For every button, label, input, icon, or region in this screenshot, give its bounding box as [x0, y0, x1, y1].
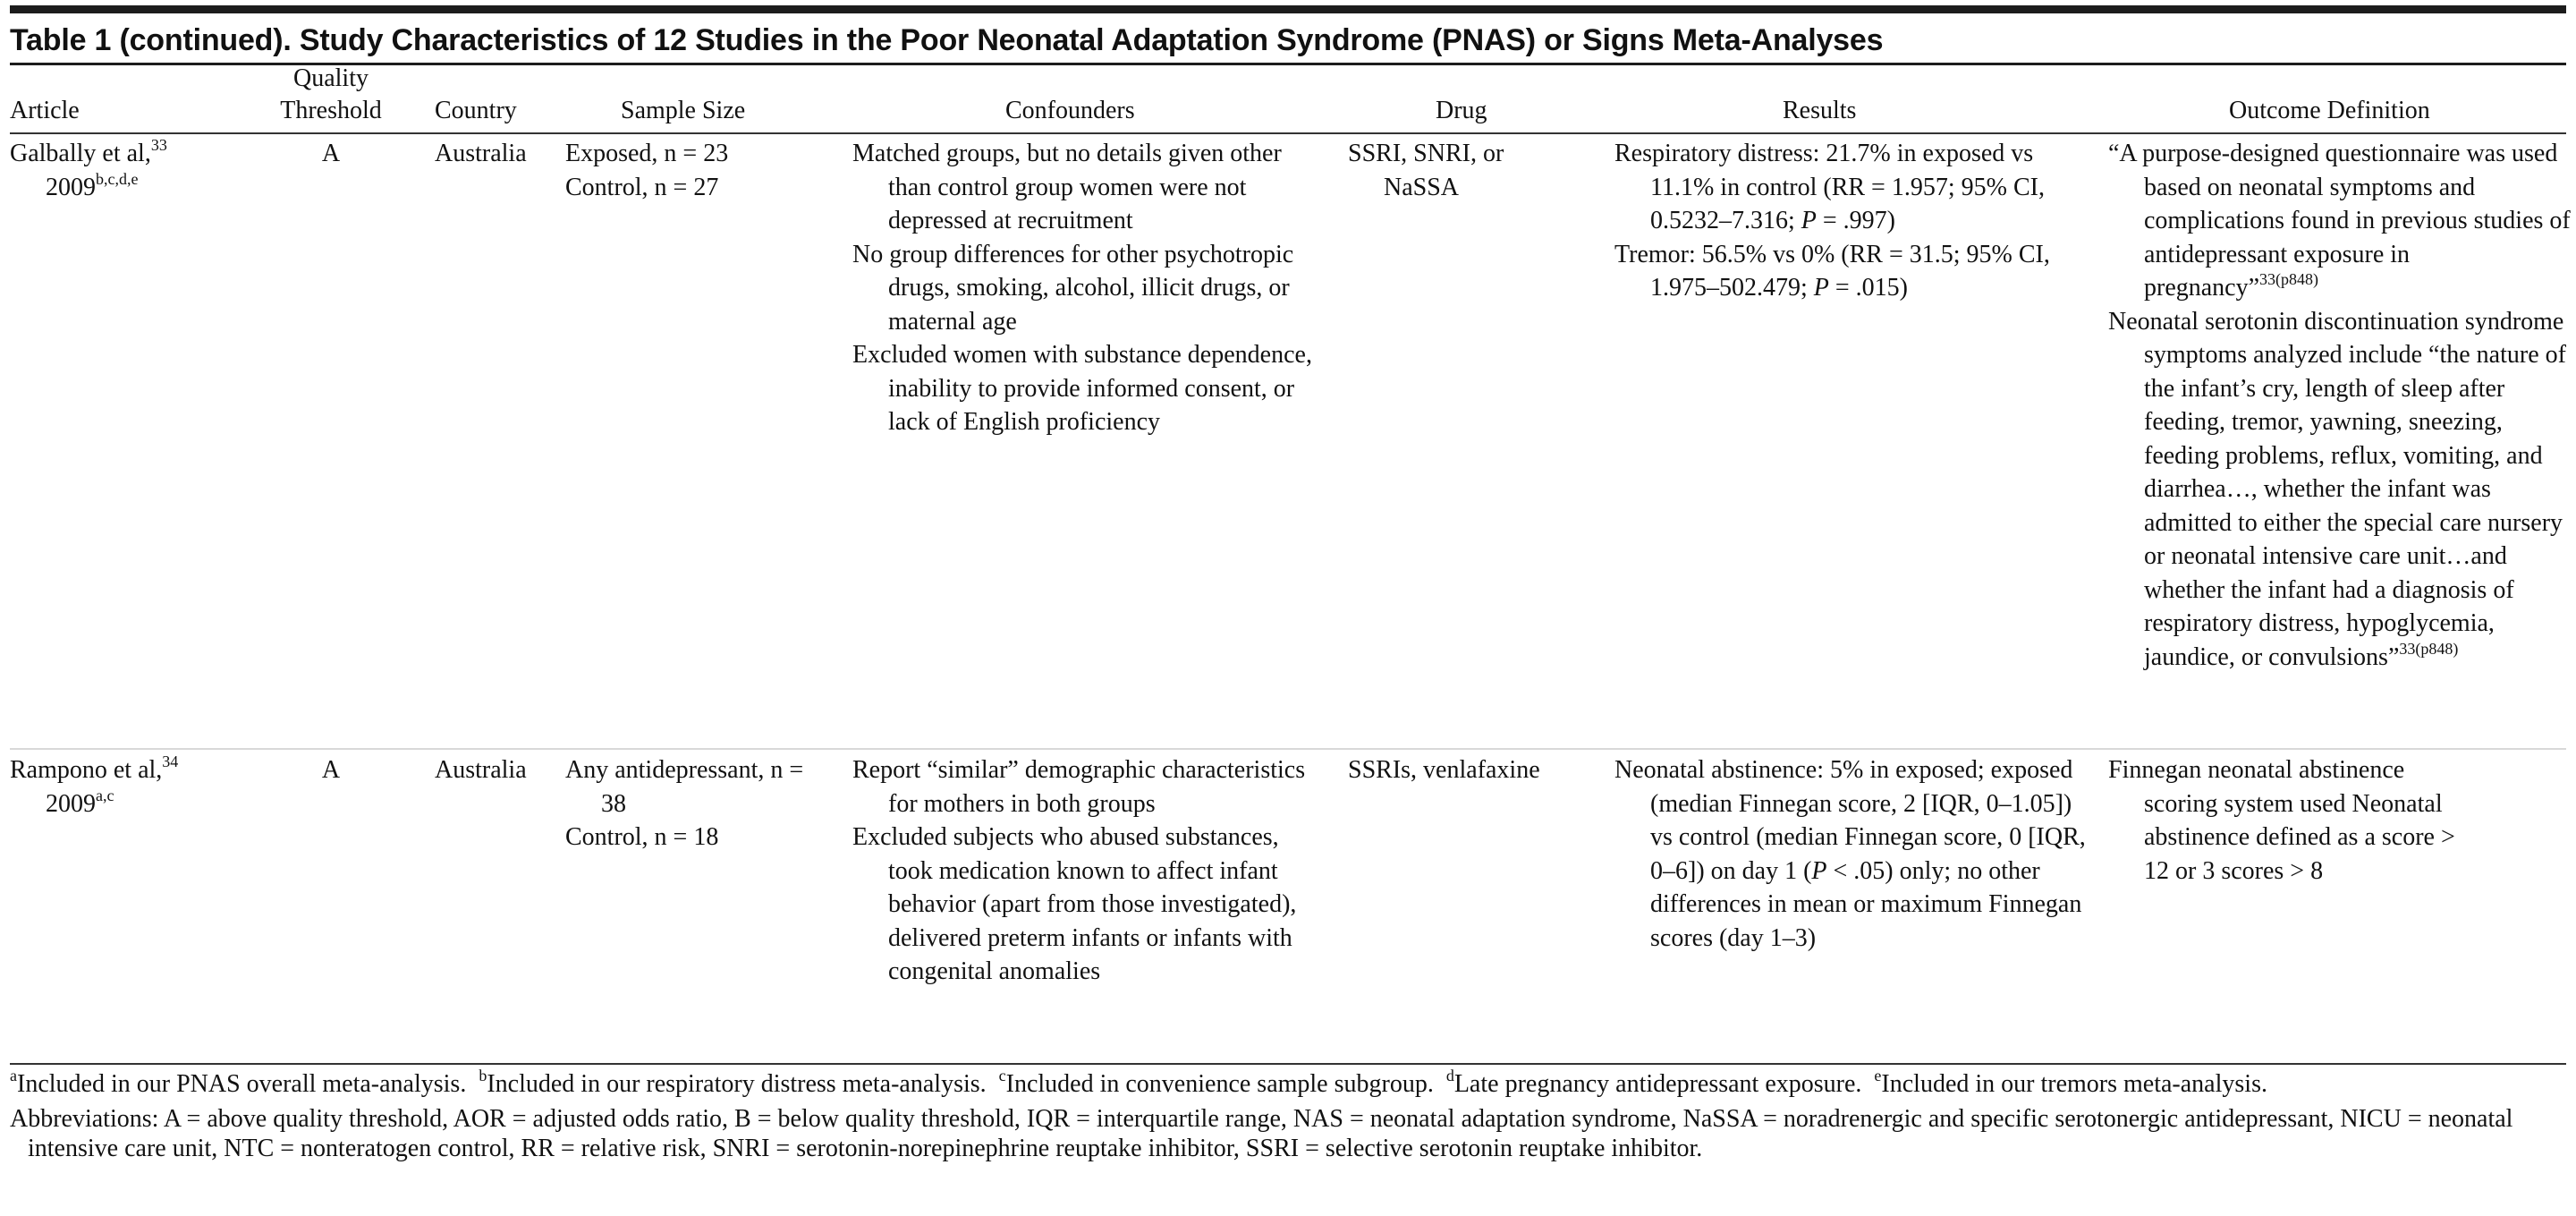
footnote-text: Included in our PNAS overall meta-analys…: [17, 1070, 467, 1098]
table-row-2-article: Rampono et al,34 2009a,c: [10, 753, 269, 821]
result-text: Tremor: 56.5% vs 0% (RR = 31.5; 95% CI, …: [1614, 240, 2050, 302]
table-row-2-country: Australia: [435, 756, 527, 784]
header-quality: Quality Threshold: [268, 63, 394, 127]
footnote-text: Included in our tremors meta-analysis.: [1881, 1070, 2267, 1098]
footnote-text: Included in our respiratory distress met…: [487, 1070, 987, 1098]
row-divider: [10, 748, 2566, 750]
top-rule: [10, 5, 2566, 13]
sample-line: Any antidepressant, n = 38: [565, 756, 804, 818]
table-row-1-results: Respiratory distress: 21.7% in exposed v…: [1614, 137, 2093, 305]
header-confounders: Confounders: [1005, 97, 1135, 124]
table-row-1-quality: A: [321, 140, 341, 167]
article-name: Galbally et al,: [10, 140, 151, 167]
footnote-mark: c: [998, 1067, 1006, 1084]
drug-text: SSRIs, venlafaxine: [1348, 756, 1540, 784]
header-sample-size: Sample Size: [621, 97, 746, 124]
confounder-item: No group differences for other psychotro…: [852, 240, 1294, 336]
table-row-1-article: Galbally et al,33 2009b,c,d,e: [10, 137, 269, 204]
table-row-2-drug: SSRIs, venlafaxine: [1348, 753, 1607, 787]
sample-line: Control, n = 18: [565, 823, 719, 851]
article-notes: a,c: [96, 786, 114, 804]
article-ref: 33: [150, 136, 167, 154]
footnotes: aIncluded in our PNAS overall meta-analy…: [10, 1067, 2540, 1163]
result-item: Tremor: 56.5% vs 0% (RR = 31.5; 95% CI, …: [1614, 238, 2093, 305]
p-symbol: P: [1811, 856, 1827, 885]
outcome-text: “A purpose-designed questionnaire was us…: [2108, 140, 2571, 302]
outcome-citation: 33(p848): [2399, 639, 2459, 658]
confounder-item: Excluded subjects who abused substances,…: [852, 823, 1297, 985]
result-item: Respiratory distress: 21.7% in exposed v…: [1614, 137, 2093, 238]
outcome-citation: 33(p848): [2259, 270, 2319, 288]
result-text: Neonatal abstinence: 5% in exposed; expo…: [1614, 756, 2086, 885]
sample-line: Control, n = 27: [565, 173, 719, 201]
table-row-1-sample-size: Exposed, n = 23 Control, n = 27: [565, 137, 834, 204]
outcome-item: Neonatal serotonin discontinuation syndr…: [2108, 305, 2573, 675]
table-row-2-results: Neonatal abstinence: 5% in exposed; expo…: [1614, 753, 2093, 955]
table-row-1-confounders: Matched groups, but no details given oth…: [852, 137, 1326, 439]
footnote-markers: aIncluded in our PNAS overall meta-analy…: [10, 1067, 2540, 1099]
header-quality-line2: Threshold: [280, 97, 382, 124]
outcome-item: Finnegan neonatal abstinence scoring sys…: [2108, 756, 2455, 885]
sample-line: Exposed, n = 23: [565, 140, 729, 167]
table-title: Table 1 (continued). Study Characteristi…: [10, 23, 1884, 57]
header-drug: Drug: [1436, 97, 1487, 124]
header-outcome-definition: Outcome Definition: [2229, 97, 2430, 124]
drug-text: SSRI, SNRI, or NaSSA: [1348, 140, 1504, 201]
title-rule: [10, 63, 2566, 65]
table-row-1-outcome: “A purpose-designed questionnaire was us…: [2108, 137, 2573, 674]
article-notes: b,c,d,e: [96, 169, 139, 188]
footnote-mark: e: [1874, 1067, 1882, 1084]
result-item: Neonatal abstinence: 5% in exposed; expo…: [1614, 753, 2093, 955]
result-text: Respiratory distress: 21.7% in exposed v…: [1614, 140, 2045, 234]
outcome-item: “A purpose-designed questionnaire was us…: [2108, 137, 2573, 305]
footnote-mark: a: [10, 1067, 17, 1084]
confounder-item: Matched groups, but no details given oth…: [852, 140, 1282, 234]
article-ref: 34: [162, 753, 179, 770]
article-year: 2009: [46, 789, 96, 818]
outcome-text: Neonatal serotonin discontinuation syndr…: [2108, 307, 2566, 671]
footnote-mark: b: [479, 1067, 487, 1084]
abbreviations: Abbreviations: A = above quality thresho…: [10, 1105, 2513, 1162]
footnote-rule: [10, 1063, 2566, 1065]
header-quality-line1: Quality: [293, 64, 369, 92]
result-tail: = .997): [1816, 207, 1896, 234]
article-name: Rampono et al,: [10, 756, 163, 784]
table-row-2-quality: A: [321, 756, 341, 784]
p-symbol: P: [1801, 207, 1817, 234]
confounder-item: Excluded women with substance dependence…: [852, 341, 1312, 436]
table-row-2-outcome: Finnegan neonatal abstinence scoring sys…: [2108, 753, 2484, 888]
table-row-2-sample-size: Any antidepressant, n = 38 Control, n = …: [565, 753, 834, 855]
footnote-text: Late pregnancy antidepressant exposure.: [1453, 1070, 1862, 1098]
footnote-mark: d: [1445, 1067, 1454, 1084]
header-rule: [10, 132, 2566, 134]
result-tail: = .015): [1828, 274, 1909, 302]
table-row-2-confounders: Report “similar” demographic characteris…: [852, 753, 1326, 989]
article-year: 2009: [46, 173, 96, 201]
header-article: Article: [10, 97, 80, 124]
table-row-1-country: Australia: [435, 140, 527, 167]
confounder-item: Report “similar” demographic characteris…: [852, 756, 1306, 818]
header-results: Results: [1783, 97, 1857, 124]
result-tail: < .05) only; no other differences in mea…: [1650, 856, 2082, 952]
footnote-text: Included in convenience sample subgroup.: [1005, 1070, 1434, 1098]
table-row-1-drug: SSRI, SNRI, or NaSSA: [1348, 137, 1527, 204]
p-symbol: P: [1813, 274, 1829, 302]
header-country: Country: [435, 97, 517, 124]
